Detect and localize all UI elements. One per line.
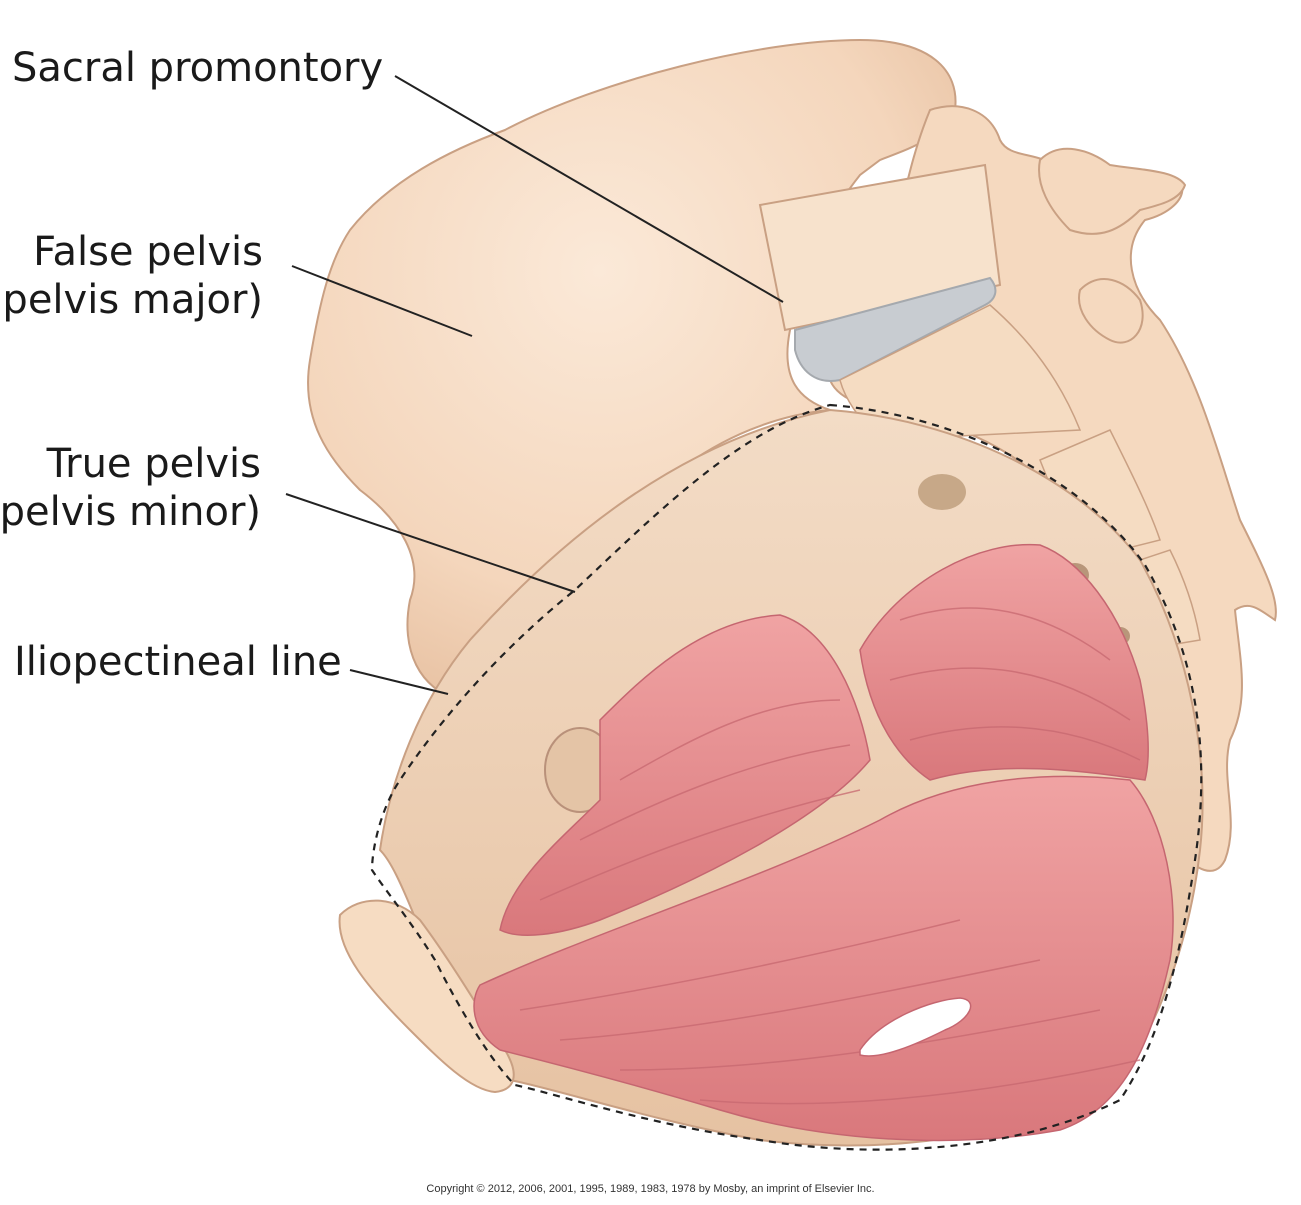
label-iliopectineal-line: Iliopectineal line [14,639,342,685]
sacral-promontory-leader [394,75,784,303]
label-true-pelvis: True pelvis (pelvis minor) [0,440,261,536]
false-pelvis-leader [291,265,473,337]
muscle-fibers [519,607,1141,1105]
pubic-bone [338,899,515,1094]
coccygeus-muscle [859,543,1149,781]
spinous-process [1078,278,1144,344]
pelvic-hiatus [859,997,972,1057]
spinous-process [1038,147,1187,235]
copyright-notice: Copyright © 2012, 2006, 2001, 1995, 1989… [426,1183,875,1195]
sacral-segment [839,304,1082,441]
sacral-foramen [918,474,966,510]
label-true-pelvis-line1: True pelvis [46,441,261,487]
iliopectineal-leader [349,669,449,695]
label-false-pelvis: False pelvis (pelvis major) [0,228,263,324]
label-false-pelvis-line2: (pelvis major) [0,277,263,323]
vertebral-body [758,163,1002,332]
pelvic-floor-muscle [473,775,1174,1142]
label-sacral-promontory: Sacral promontory [12,45,384,91]
iliopectineal-outline [370,403,1203,1151]
label-false-pelvis-line1: False pelvis [33,229,263,275]
true-pelvis-leader [285,493,576,593]
levator-ani-muscle [499,614,871,936]
label-true-pelvis-line2: (pelvis minor) [0,489,261,535]
